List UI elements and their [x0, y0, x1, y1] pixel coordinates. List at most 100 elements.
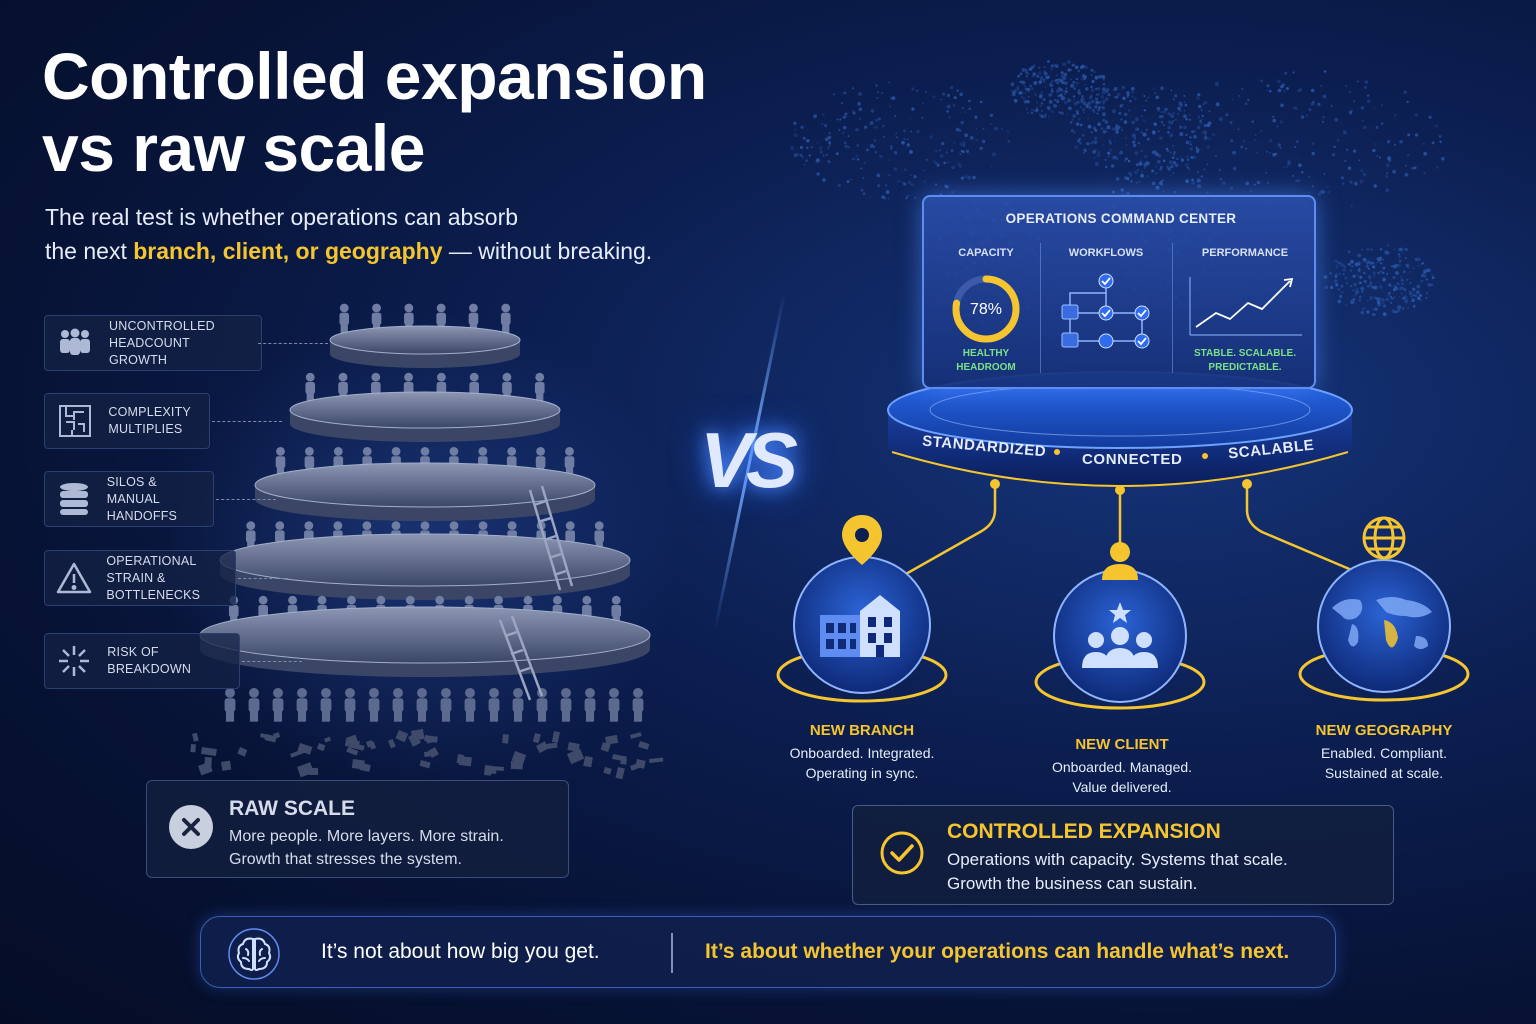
map-dot: [1151, 169, 1154, 173]
map-dot: [968, 107, 971, 111]
map-dot: [1020, 91, 1024, 95]
map-dot: [1260, 130, 1263, 132]
map-dot: [1073, 85, 1076, 88]
map-dot: [1050, 68, 1053, 71]
map-dot: [1377, 271, 1380, 275]
person-silhouette-icon: [500, 303, 511, 334]
map-dot: [1055, 98, 1059, 103]
map-dot: [1334, 275, 1338, 278]
map-dot: [1012, 90, 1016, 94]
map-dot: [1086, 102, 1090, 105]
map-dot: [968, 99, 971, 103]
map-dot: [1075, 77, 1079, 81]
map-dot: [1373, 285, 1377, 289]
map-dot: [1184, 103, 1188, 107]
map-dot: [1391, 309, 1396, 314]
map-dot: [1145, 161, 1149, 165]
map-dot: [1173, 153, 1176, 156]
map-dot: [1019, 80, 1022, 83]
map-dot: [1337, 299, 1342, 304]
rubble-piece: [424, 751, 431, 757]
map-dot: [1413, 294, 1416, 297]
map-dot: [1376, 257, 1380, 261]
map-dot: [1087, 101, 1092, 105]
map-dot: [1060, 71, 1064, 75]
map-dot: [1109, 148, 1112, 152]
map-dot: [1322, 120, 1324, 123]
map-dot: [828, 160, 831, 164]
map-dot: [1063, 100, 1068, 105]
map-dot: [1400, 278, 1404, 282]
map-dot: [1152, 87, 1155, 90]
map-dot: [1097, 93, 1100, 96]
map-dot: [1058, 111, 1061, 114]
map-dot: [1055, 89, 1060, 94]
map-dot: [1104, 89, 1108, 93]
separator-dot: [1054, 449, 1060, 455]
map-dot: [1085, 103, 1089, 108]
command-center-title: OPERATIONS COMMAND CENTER: [1005, 211, 1237, 226]
map-dot: [904, 168, 907, 171]
map-dot: [1167, 131, 1170, 134]
map-dot: [1237, 128, 1240, 131]
map-dot: [1287, 161, 1291, 166]
map-dot: [1279, 120, 1284, 124]
map-dot: [1200, 108, 1203, 112]
map-dot: [1387, 140, 1391, 144]
map-dot: [1143, 133, 1147, 137]
map-dot: [975, 128, 978, 130]
map-dot: [1207, 121, 1212, 126]
map-dot: [1059, 93, 1063, 97]
map-dot: [1382, 277, 1386, 282]
map-dot: [1054, 79, 1057, 83]
map-dot: [1075, 122, 1080, 126]
map-dot: [875, 84, 878, 87]
map-dot: [1087, 124, 1092, 129]
map-dot: [1295, 156, 1297, 158]
map-dot: [1407, 307, 1409, 309]
rubble-piece: [411, 728, 425, 741]
map-dot: [1312, 100, 1315, 104]
map-dot: [1352, 275, 1355, 278]
map-dot: [1057, 87, 1061, 92]
map-dot: [805, 159, 808, 162]
map-dot: [891, 96, 896, 100]
map-dot: [858, 117, 862, 121]
map-dot: [1129, 174, 1133, 177]
map-dot: [1146, 161, 1150, 166]
map-dot: [1260, 79, 1264, 83]
map-dot: [793, 121, 797, 125]
map-dot: [911, 107, 915, 111]
map-dot: [1090, 131, 1093, 134]
map-dot: [799, 146, 803, 149]
map-dot: [909, 150, 913, 154]
map-dot: [1377, 302, 1382, 307]
map-dot: [1424, 264, 1427, 267]
map-dot: [1253, 183, 1256, 186]
map-dot: [1024, 87, 1028, 91]
map-dot: [1055, 78, 1058, 82]
map-dot: [1063, 75, 1067, 79]
map-dot: [1065, 90, 1068, 93]
map-dot: [815, 158, 820, 163]
person-silhouette-icon: [320, 687, 332, 722]
map-dot: [1196, 149, 1200, 153]
map-dot: [1282, 166, 1285, 169]
map-dot: [1100, 127, 1104, 130]
map-dot: [1081, 133, 1085, 137]
map-dot: [1218, 168, 1221, 172]
person-silhouette-icon: [608, 687, 620, 722]
map-dot: [1092, 108, 1095, 111]
map-dot: [1416, 290, 1420, 295]
map-dot: [1414, 294, 1418, 298]
map-dot: [1352, 100, 1355, 103]
map-dot: [1388, 158, 1392, 162]
map-dot: [1098, 151, 1100, 153]
page-title: Controlled expansion vs raw scale: [42, 40, 802, 184]
performance-note-line-2: PREDICTABLE.: [1208, 362, 1282, 373]
map-dot: [1378, 285, 1383, 289]
raw-scale-card: RAW SCALE More people. More layers. More…: [146, 780, 569, 878]
map-dot: [1016, 85, 1020, 89]
map-dot: [1204, 135, 1207, 137]
map-dot: [1395, 271, 1399, 275]
